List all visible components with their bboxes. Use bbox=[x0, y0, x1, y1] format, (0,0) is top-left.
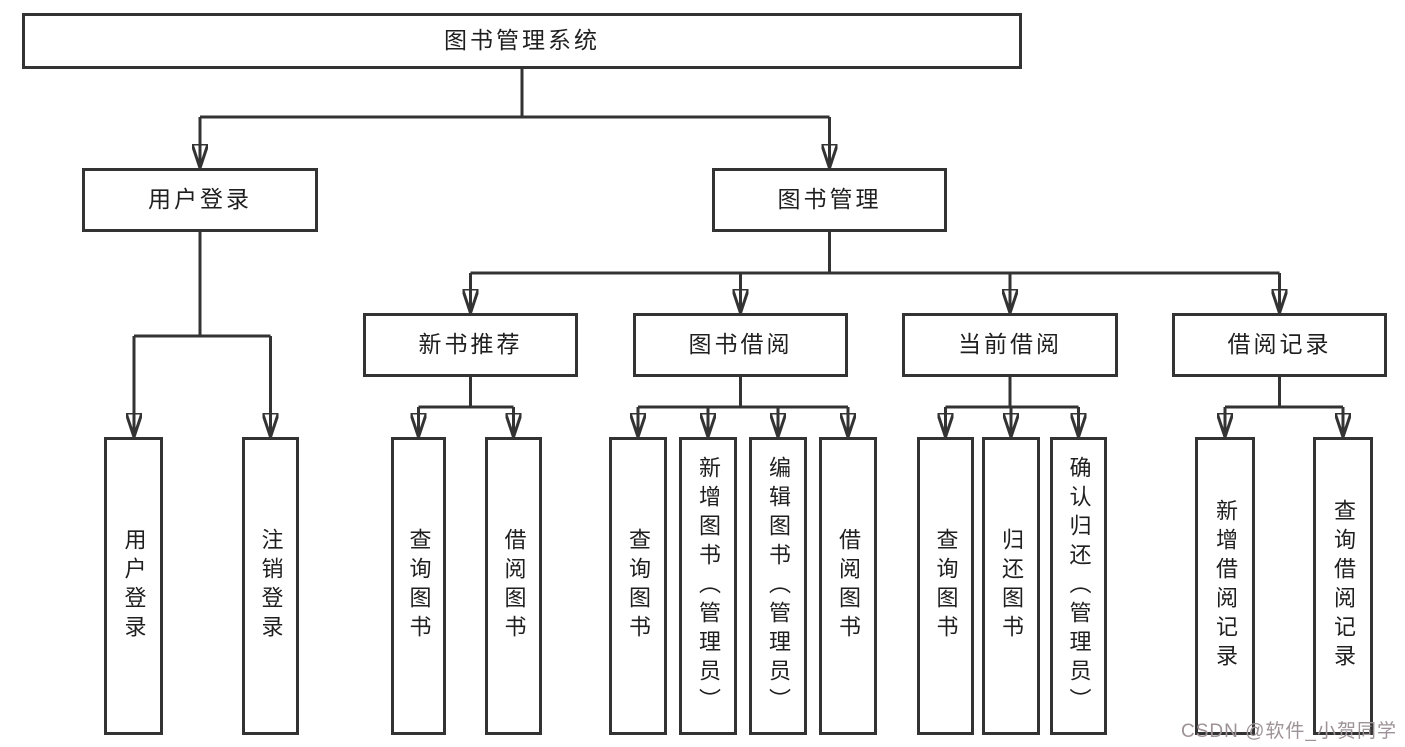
connector-user-login-branch bbox=[134, 232, 271, 437]
connector-book-borrowing-branch bbox=[638, 377, 848, 437]
node-leaf-borrow-books-borrowing: 借阅图书 bbox=[819, 437, 877, 735]
node-book-management: 图书管理 bbox=[712, 168, 947, 232]
node-user-login: 用户登录 bbox=[82, 168, 318, 232]
watermark: CSDN @软件_小贺同学 bbox=[1181, 721, 1397, 742]
node-leaf-add-books-admin: 新增图书（管理员） bbox=[679, 437, 737, 735]
node-leaf-add-borrow-record: 新增借阅记录 bbox=[1195, 437, 1255, 735]
node-leaf-query-books-recommend: 查询图书 bbox=[391, 437, 446, 735]
connector-book-management-branch bbox=[471, 232, 1280, 313]
node-leaf-return-books: 归还图书 bbox=[982, 437, 1040, 735]
connector-new-book-recommend-branch bbox=[419, 377, 514, 437]
node-leaf-confirm-return-admin: 确认归还（管理员） bbox=[1050, 437, 1107, 735]
connector-borrowing-records-branch bbox=[1225, 377, 1343, 437]
node-leaf-edit-books-admin: 编辑图书（管理员） bbox=[749, 437, 807, 735]
node-leaf-query-books-current: 查询图书 bbox=[917, 437, 974, 735]
connector-current-borrowing-branch bbox=[946, 377, 1079, 437]
node-new-book-recommend: 新书推荐 bbox=[363, 313, 578, 377]
connector-root-to-level2 bbox=[200, 69, 830, 168]
node-leaf-query-borrow-record: 查询借阅记录 bbox=[1313, 437, 1373, 735]
node-leaf-logout: 注销登录 bbox=[242, 437, 299, 735]
node-leaf-query-books-borrowing: 查询图书 bbox=[609, 437, 667, 735]
node-current-borrowing: 当前借阅 bbox=[902, 313, 1118, 377]
node-book-borrowing: 图书借阅 bbox=[633, 313, 848, 377]
node-borrowing-records: 借阅记录 bbox=[1172, 313, 1387, 377]
node-leaf-user-login: 用户登录 bbox=[104, 437, 163, 735]
node-root-system: 图书管理系统 bbox=[22, 13, 1022, 69]
node-leaf-borrow-books-recommend: 借阅图书 bbox=[485, 437, 542, 735]
